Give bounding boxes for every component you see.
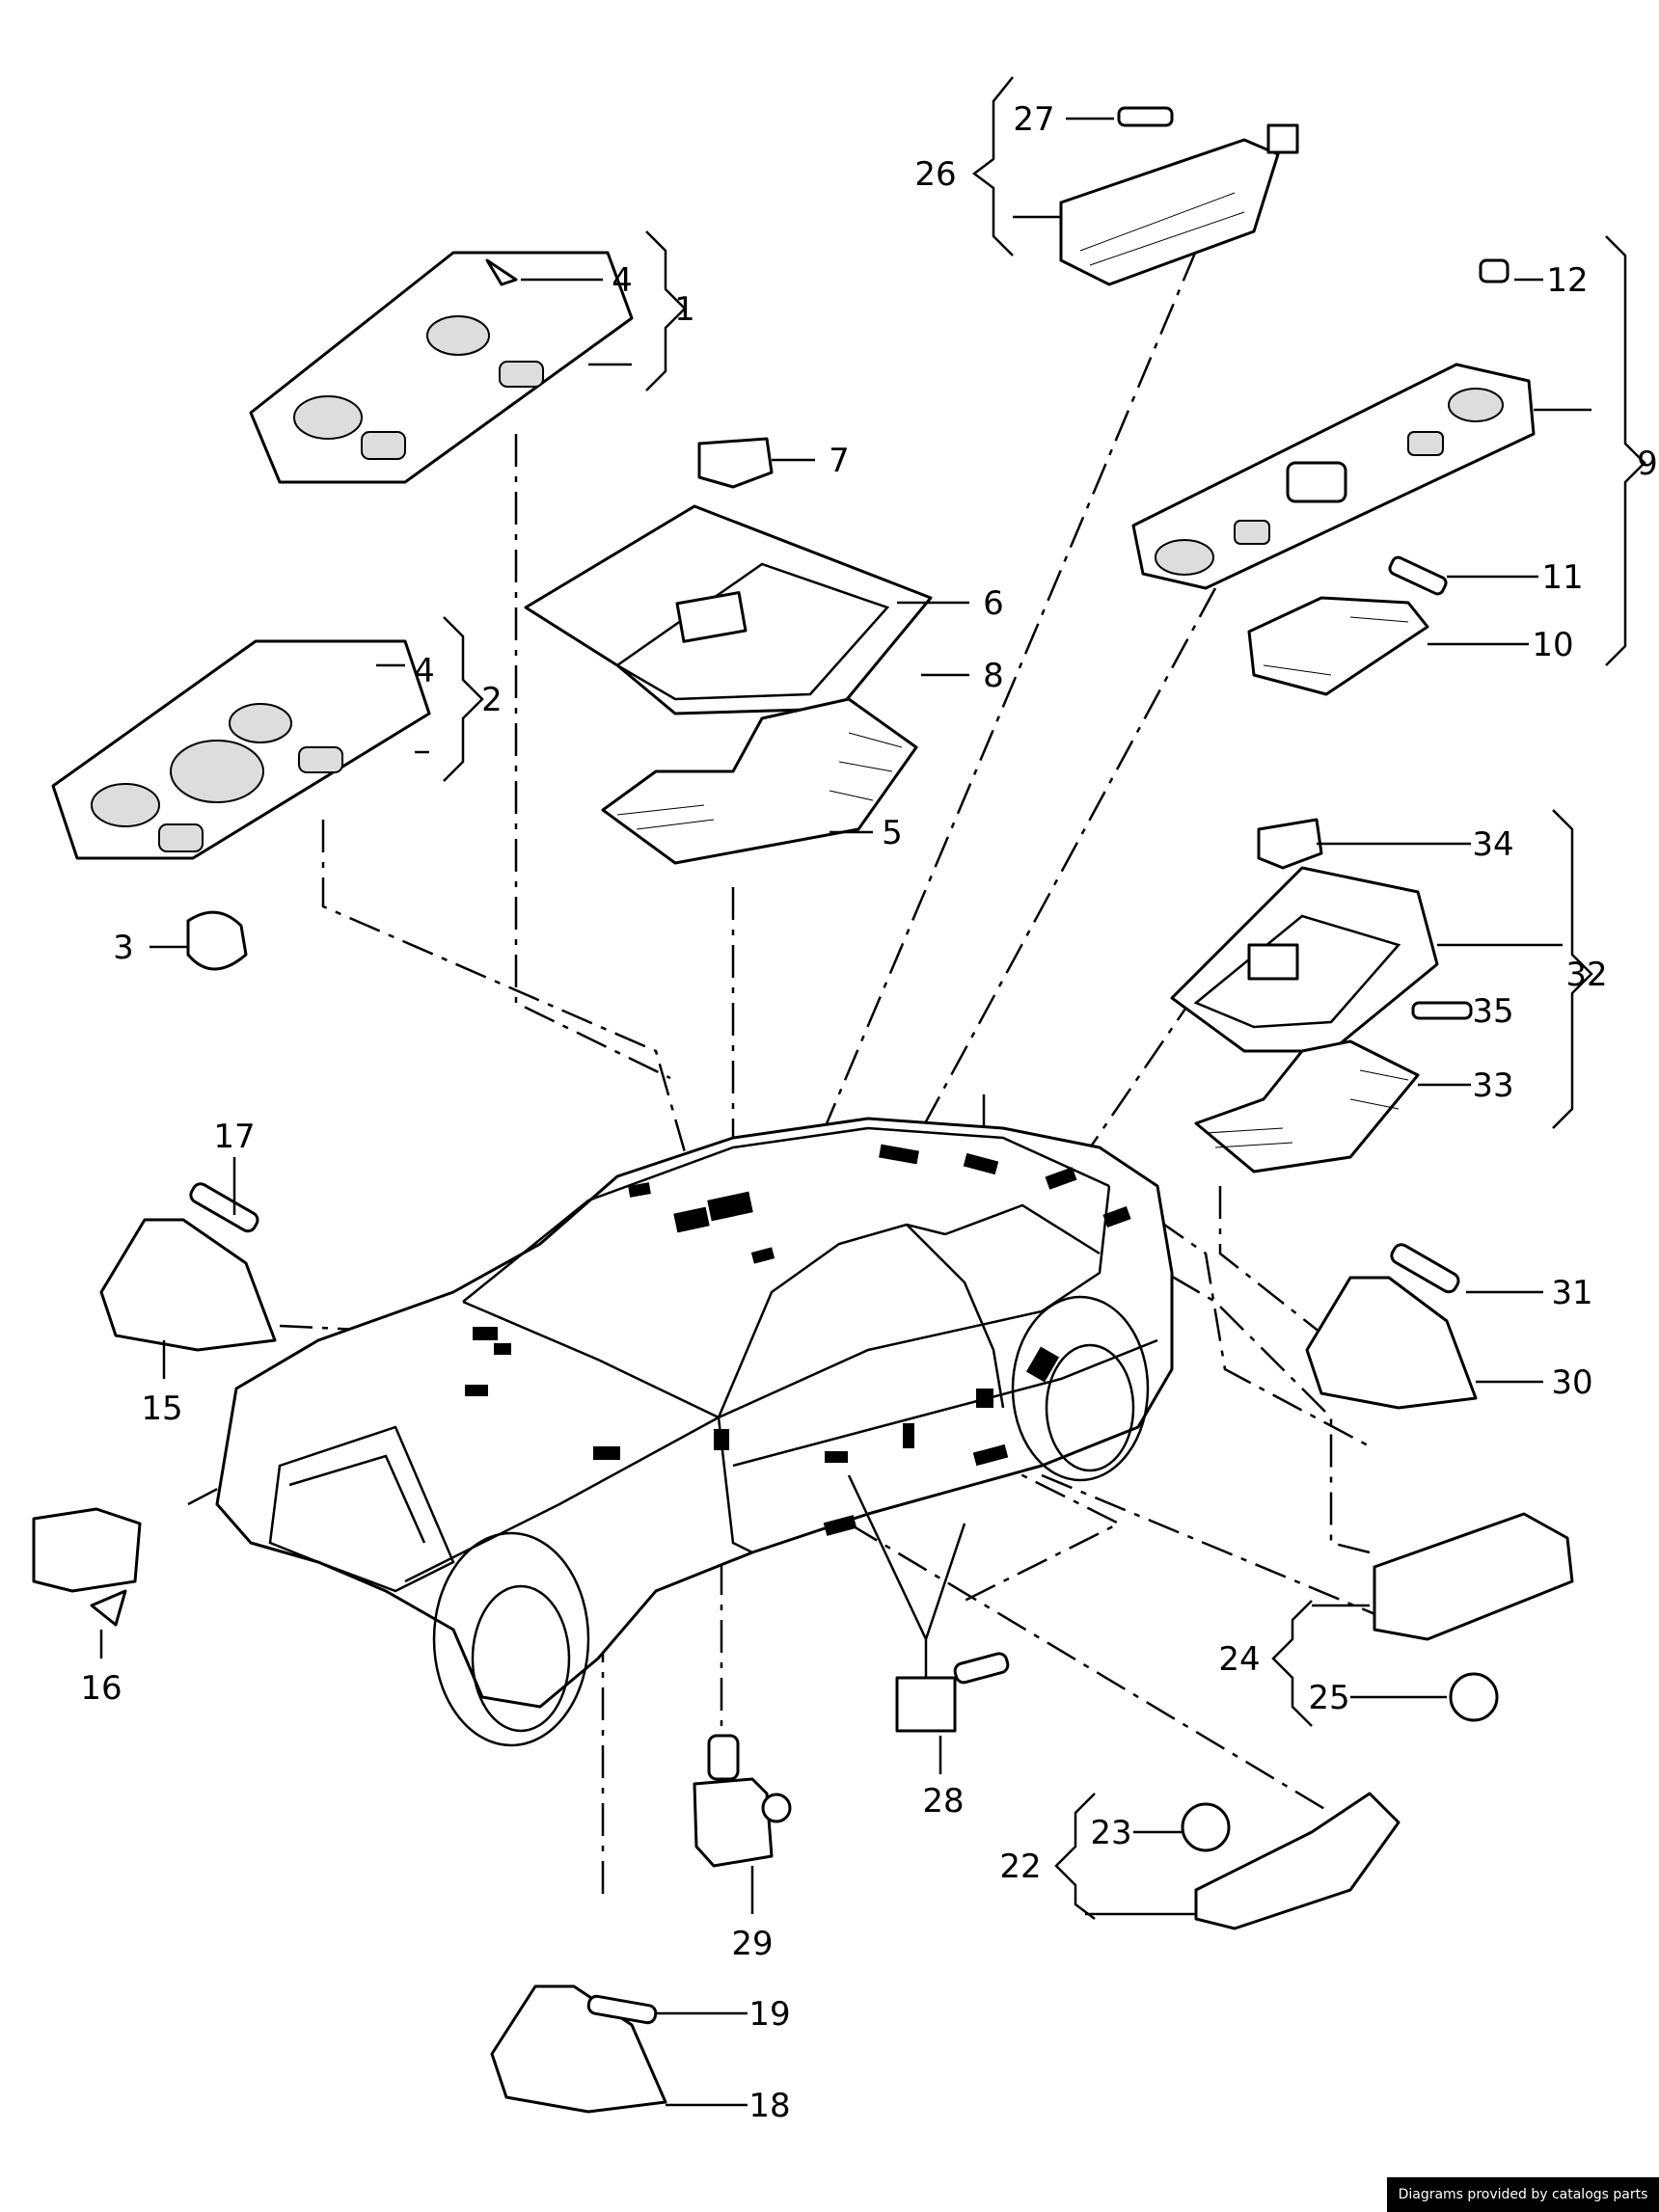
footwell-light-18: [490, 1984, 667, 2114]
callout-7: 7: [829, 442, 850, 480]
footwell-light-30: [1305, 1243, 1478, 1410]
overhead-console-2: [51, 639, 431, 971]
callout-15: 15: [141, 1389, 182, 1428]
footwell-light-15: [99, 1182, 277, 1352]
door-warning-light-22: [1181, 1792, 1401, 1930]
callout-31: 31: [1551, 1274, 1592, 1312]
callout-28: 28: [922, 1782, 964, 1821]
reading-light-26: [1059, 106, 1299, 286]
door-contact-switch-29: [693, 1734, 792, 1868]
callout-labels: 1442376852726129111034323533171516313024…: [80, 100, 1657, 2125]
callout-26: 26: [914, 155, 956, 194]
car-outline: [215, 1117, 1174, 1747]
callout-25: 25: [1308, 1679, 1349, 1717]
callout-2: 2: [481, 681, 503, 719]
overhead-console-1: [249, 251, 634, 484]
callout-35: 35: [1472, 992, 1513, 1031]
callout-10: 10: [1532, 626, 1573, 664]
interior-light-32: [1170, 818, 1473, 1173]
callout-30: 30: [1551, 1363, 1592, 1402]
interior-light-6: [524, 437, 933, 715]
callout-32: 32: [1565, 956, 1607, 994]
callout-11: 11: [1541, 558, 1583, 597]
callout-24: 24: [1218, 1640, 1260, 1679]
callout-29: 29: [731, 1925, 773, 1963]
callout-33: 33: [1472, 1066, 1513, 1105]
callout-27: 27: [1013, 100, 1054, 139]
footer-credit: Diagrams provided by catalogs parts: [1387, 2177, 1659, 2212]
callout-1: 1: [674, 290, 695, 329]
leader-lines: [99, 76, 1646, 2107]
callout-6: 6: [983, 584, 1004, 623]
callout-34: 34: [1472, 825, 1513, 864]
callout-9: 9: [1637, 445, 1658, 483]
callout-12: 12: [1546, 261, 1588, 300]
callout-17: 17: [213, 1118, 255, 1156]
callout-19: 19: [748, 1995, 790, 2034]
callout-18: 18: [748, 2087, 790, 2125]
callout-23: 23: [1090, 1814, 1131, 1852]
door-warning-light-24: [1373, 1512, 1574, 1722]
lens-5: [601, 697, 918, 865]
callout-5: 5: [882, 814, 903, 852]
bulb-socket-28: [895, 1652, 1010, 1733]
connector-16: [32, 1507, 142, 1627]
callout-4: 4: [414, 652, 435, 690]
callout-22: 22: [999, 1848, 1041, 1886]
callout-4: 4: [612, 261, 633, 300]
mounting-markers: [465, 1144, 1131, 1536]
callout-16: 16: [80, 1669, 122, 1708]
callout-3: 3: [113, 929, 134, 967]
callout-8: 8: [983, 657, 1004, 695]
overhead-console-9: [1131, 258, 1536, 696]
